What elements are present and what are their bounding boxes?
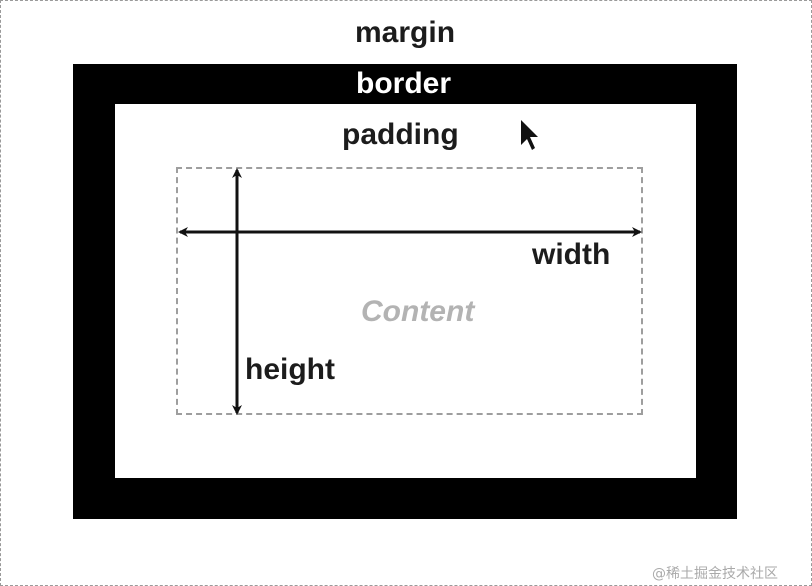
margin-label: margin	[355, 16, 456, 49]
content-area	[176, 167, 643, 415]
padding-label: padding	[342, 118, 459, 151]
width-label: width	[532, 238, 611, 271]
padding-area	[115, 104, 696, 478]
watermark: @稀土掘金技术社区	[652, 566, 778, 582]
height-label: height	[245, 353, 335, 386]
mouse-pointer-icon	[521, 120, 538, 150]
content-label: Content	[361, 295, 475, 328]
border-label: border	[356, 67, 452, 100]
